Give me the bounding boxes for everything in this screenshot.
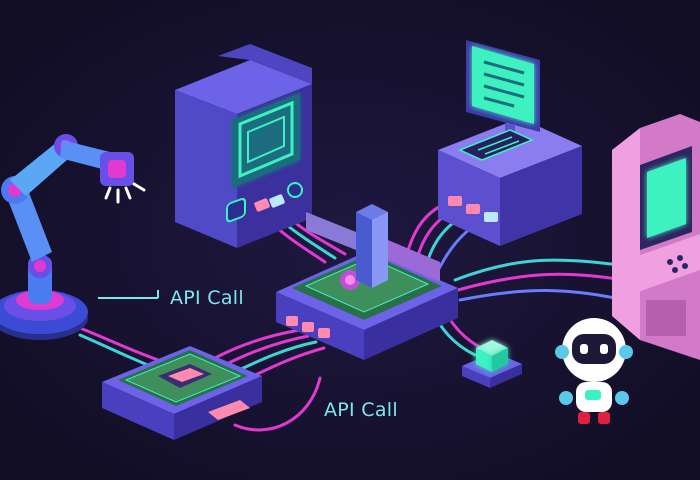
computer-terminal-icon [438, 40, 582, 246]
api-call-label-top: API Call [170, 287, 244, 309]
central-hub-icon [276, 204, 458, 360]
api-call-label-bottom: API Call [324, 399, 398, 421]
circuit-board-icon [102, 346, 262, 440]
robot-arm-icon [0, 134, 146, 340]
api-call-connector [98, 290, 159, 299]
arcade-cabinet-icon [612, 114, 700, 360]
robot-mascot-icon [555, 318, 633, 424]
glowing-cube-icon [462, 340, 522, 388]
server-tower-icon [175, 44, 312, 248]
